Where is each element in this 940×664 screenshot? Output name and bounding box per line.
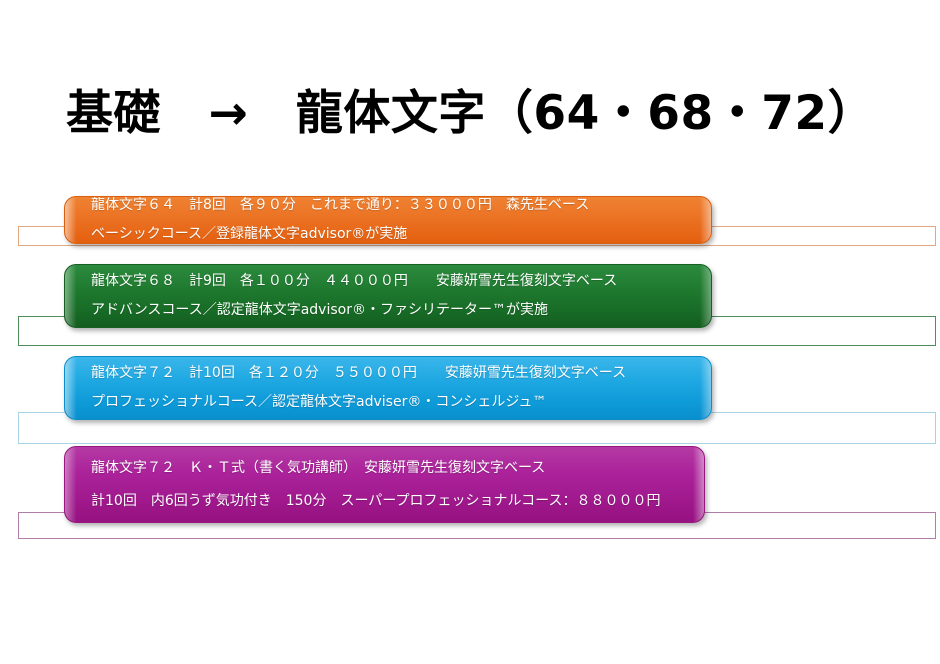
card-text-block-basic: 龍体文字６４ 計8回 各９０分 これまで通り：３３０００円 森先生ベース ベーシ… xyxy=(65,197,711,243)
card-line-1: 龍体文字６４ 計8回 各９０分 これまで通り：３３０００円 森先生ベース xyxy=(91,197,590,213)
card-line-1: 龍体文字６８ 計9回 各１００分 ４４０００円 安藤妍雪先生復刻文字ベース xyxy=(91,273,618,289)
page-title: 基礎 → 龍体文字（64・68・72） xyxy=(66,86,876,141)
course-card-basic[interactable]: 龍体文字６４ 計8回 各９０分 これまで通り：３３０００円 森先生ベース ベーシ… xyxy=(64,196,712,244)
course-card-advance[interactable]: 龍体文字６８ 計9回 各１００分 ４４０００円 安藤妍雪先生復刻文字ベース アド… xyxy=(64,264,712,328)
course-card-professional[interactable]: 龍体文字７２ 計10回 各１２０分 ５５０００円 安藤妍雪先生復刻文字ベース プ… xyxy=(64,356,712,420)
course-card-super-professional[interactable]: 龍体文字７２ Ｋ・Ｔ式（書く気功講師） 安藤妍雪先生復刻文字ベース 計10回 内… xyxy=(64,446,705,523)
card-text-block-super-professional: 龍体文字７２ Ｋ・Ｔ式（書く気功講師） 安藤妍雪先生復刻文字ベース 計10回 内… xyxy=(65,447,704,522)
card-line-1: 龍体文字７２ Ｋ・Ｔ式（書く気功講師） 安藤妍雪先生復刻文字ベース xyxy=(91,459,546,476)
card-text-block-professional: 龍体文字７２ 計10回 各１２０分 ５５０００円 安藤妍雪先生復刻文字ベース プ… xyxy=(65,357,711,419)
card-line-2: 計10回 内6回うず気功付き 150分 スーパープロフェッショナルコース：８８０… xyxy=(91,492,661,509)
card-text-block-advance: 龍体文字６８ 計9回 各１００分 ４４０００円 安藤妍雪先生復刻文字ベース アド… xyxy=(65,265,711,327)
card-line-1: 龍体文字７２ 計10回 各１２０分 ５５０００円 安藤妍雪先生復刻文字ベース xyxy=(91,365,627,381)
card-line-2: ベーシックコース／登録龍体文字advisor®が実施 xyxy=(91,226,408,242)
card-line-2: アドバンスコース／認定龍体文字advisor®・ファシリテーター™が実施 xyxy=(91,302,548,318)
card-line-2: プロフェッショナルコース／認定龍体文字adviser®・コンシェルジュ™ xyxy=(91,394,547,410)
